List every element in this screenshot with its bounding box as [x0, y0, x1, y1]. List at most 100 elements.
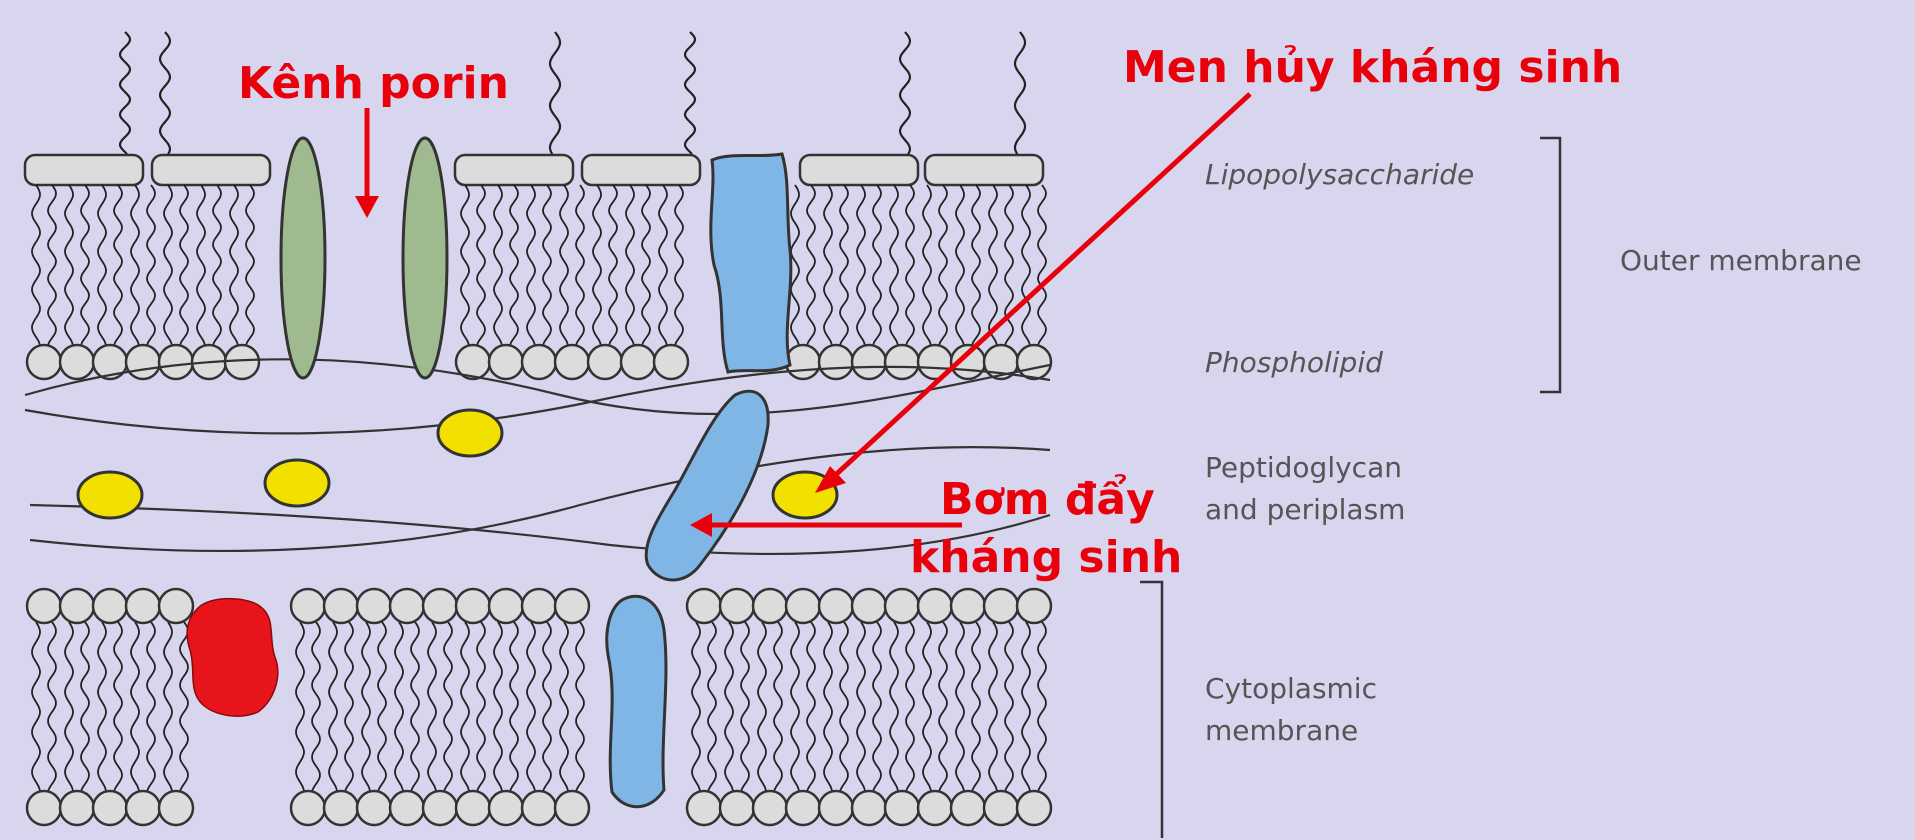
lipid-head	[852, 589, 886, 623]
lipid-tail	[675, 185, 683, 345]
lipid-tail	[81, 622, 89, 794]
lipid-head	[1017, 589, 1051, 623]
lipid-head	[60, 791, 94, 825]
outer-membrane-label: Outer membrane	[1620, 240, 1862, 282]
lps-label: Lipopolysaccharide	[1205, 154, 1474, 196]
lipid-tail	[345, 622, 353, 794]
lipid-tail	[956, 185, 964, 345]
lipid-head	[93, 791, 127, 825]
lipid-tail	[1005, 622, 1013, 794]
lipid-tail	[626, 185, 634, 345]
lps-cap	[925, 155, 1043, 185]
lipid-tail	[395, 622, 403, 794]
antibiotic-enzyme-icon	[265, 460, 329, 506]
lipid-tail	[494, 185, 502, 345]
lipid-tail	[840, 185, 848, 345]
lipid-head	[885, 345, 919, 379]
lps-chain	[685, 32, 695, 154]
lipid-tail	[1022, 185, 1030, 345]
antibiotic-enzyme-icon	[438, 410, 502, 456]
lipid-tail	[131, 185, 139, 345]
efflux-pump-periplasm-icon	[646, 391, 768, 580]
lipid-head	[852, 345, 886, 379]
lps-chain	[120, 32, 130, 154]
lipid-tail	[114, 185, 122, 345]
lipid-tail	[32, 185, 40, 345]
lipid-head	[159, 791, 193, 825]
efflux-pump-inner-icon	[607, 596, 666, 807]
lipid-head	[720, 589, 754, 623]
lipid-head	[984, 589, 1018, 623]
lipid-head	[654, 345, 688, 379]
lipid-head	[885, 589, 919, 623]
lipid-head	[27, 791, 61, 825]
lipid-tail	[147, 622, 155, 794]
lipid-tail	[642, 185, 650, 345]
lipid-tail	[246, 185, 254, 345]
lipid-tail	[131, 622, 139, 794]
lipid-head	[522, 345, 556, 379]
lipid-head	[225, 345, 259, 379]
efflux-pump-outer-icon	[711, 154, 791, 372]
lipid-head	[555, 345, 589, 379]
pump-annotation-line1: Bơm đẩy	[940, 474, 1155, 527]
lipid-head	[126, 589, 160, 623]
lipid-head	[423, 589, 457, 623]
lipid-tail	[494, 622, 502, 794]
lipid-tail	[576, 622, 584, 794]
lipid-tail	[543, 622, 551, 794]
lipid-tail	[989, 622, 997, 794]
lipid-tail	[296, 622, 304, 794]
porin-annotation: Kênh porin	[238, 58, 509, 111]
lipid-tail	[461, 622, 469, 794]
lipid-head	[357, 791, 391, 825]
lipid-head	[126, 345, 160, 379]
lipid-head	[753, 589, 787, 623]
lipid-head	[522, 791, 556, 825]
lipid-tail	[81, 185, 89, 345]
lipid-tail	[890, 622, 898, 794]
lipid-head	[984, 791, 1018, 825]
peptidoglycan-label: Peptidoglycan and periplasm	[1205, 447, 1405, 531]
lipid-head	[489, 791, 523, 825]
lipid-tail	[923, 622, 931, 794]
lipid-head	[621, 345, 655, 379]
lipid-tail	[510, 185, 518, 345]
lipid-tail	[527, 622, 535, 794]
lps-chain	[1015, 32, 1025, 154]
lipid-head	[687, 791, 721, 825]
lipid-tail	[312, 622, 320, 794]
lipid-tail	[824, 185, 832, 345]
lipid-head	[489, 589, 523, 623]
lipid-tail	[906, 185, 914, 345]
lipid-tail	[48, 622, 56, 794]
lipid-tail	[972, 622, 980, 794]
lipid-tail	[378, 622, 386, 794]
lipid-tail	[906, 622, 914, 794]
lipid-head	[522, 589, 556, 623]
lps-cap	[152, 155, 270, 185]
lipid-head	[291, 589, 325, 623]
antibiotic-enzyme-icon	[78, 472, 142, 518]
lipid-tail	[461, 185, 469, 345]
lipid-head	[786, 791, 820, 825]
lipid-tail	[477, 622, 485, 794]
lipid-tail	[98, 622, 106, 794]
lipid-head	[390, 589, 424, 623]
lipid-tail	[939, 622, 947, 794]
lipid-head	[786, 589, 820, 623]
lipid-head	[291, 791, 325, 825]
lipid-head	[126, 791, 160, 825]
lipid-head	[1017, 791, 1051, 825]
lipid-tail	[873, 622, 881, 794]
lipid-head	[951, 791, 985, 825]
lipid-head	[324, 791, 358, 825]
lipid-head	[159, 589, 193, 623]
lipid-tail	[593, 185, 601, 345]
lipid-tail	[1038, 622, 1046, 794]
lipid-head	[918, 791, 952, 825]
lipid-tail	[164, 622, 172, 794]
lipid-head	[918, 589, 952, 623]
lipid-head	[27, 589, 61, 623]
